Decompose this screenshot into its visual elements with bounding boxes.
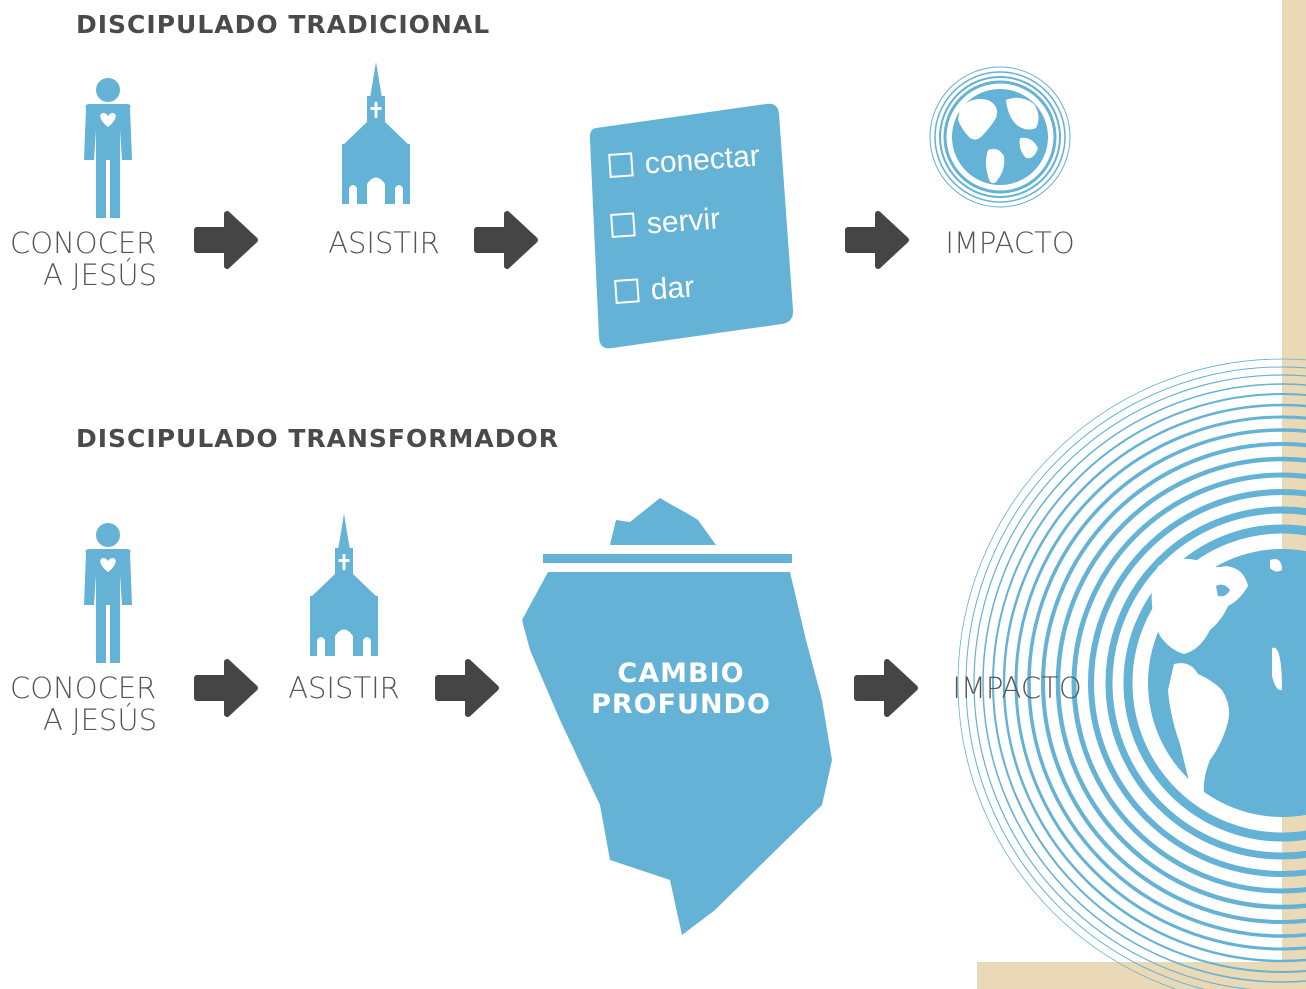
checklist-item: dar — [614, 271, 696, 310]
step-label-impacto: IMPACTO — [945, 226, 1075, 260]
iceberg-label-line2: PROFUNDO — [591, 689, 771, 720]
checklist-item-label: conectar — [643, 139, 761, 181]
checklist-item-label: servir — [645, 202, 722, 241]
step-label-impacto: IMPACTO — [952, 671, 1082, 705]
arrow-right-icon — [438, 662, 496, 714]
checkbox-icon — [610, 212, 636, 238]
arrow-right-icon — [848, 214, 906, 266]
section-title-transformational: DISCIPULADO TRANSFORMADOR — [76, 424, 559, 453]
checkbox-icon — [614, 278, 640, 304]
checkbox-icon — [608, 152, 634, 178]
step-label-a-jesus: A JESÚS — [43, 258, 157, 292]
person-heart-icon — [84, 78, 132, 218]
iceberg-label-line1: CAMBIO — [617, 658, 745, 689]
iceberg-icon — [522, 498, 832, 935]
step-label-conocer: CONOCER — [10, 671, 157, 705]
globe-large-icon — [957, 358, 1306, 989]
section-title-traditional: DISCIPULADO TRADICIONAL — [76, 10, 491, 39]
step-label-asistir: ASISTIR — [328, 226, 440, 260]
person-heart-icon — [84, 523, 132, 663]
step-label-conocer: CONOCER — [10, 226, 157, 260]
arrow-right-icon — [197, 214, 255, 266]
arrow-right-icon — [477, 214, 535, 266]
step-label-asistir: ASISTIR — [288, 671, 400, 705]
globe-icon — [929, 66, 1071, 208]
church-icon — [310, 514, 378, 656]
church-icon — [342, 62, 410, 204]
checklist-item-label: dar — [649, 270, 696, 307]
step-label-a-jesus: A JESÚS — [43, 703, 157, 737]
arrow-right-icon — [857, 662, 915, 714]
checklist-card — [589, 103, 794, 349]
arrow-right-icon — [197, 662, 255, 714]
iceberg-label: CAMBIO PROFUNDO — [566, 658, 796, 720]
